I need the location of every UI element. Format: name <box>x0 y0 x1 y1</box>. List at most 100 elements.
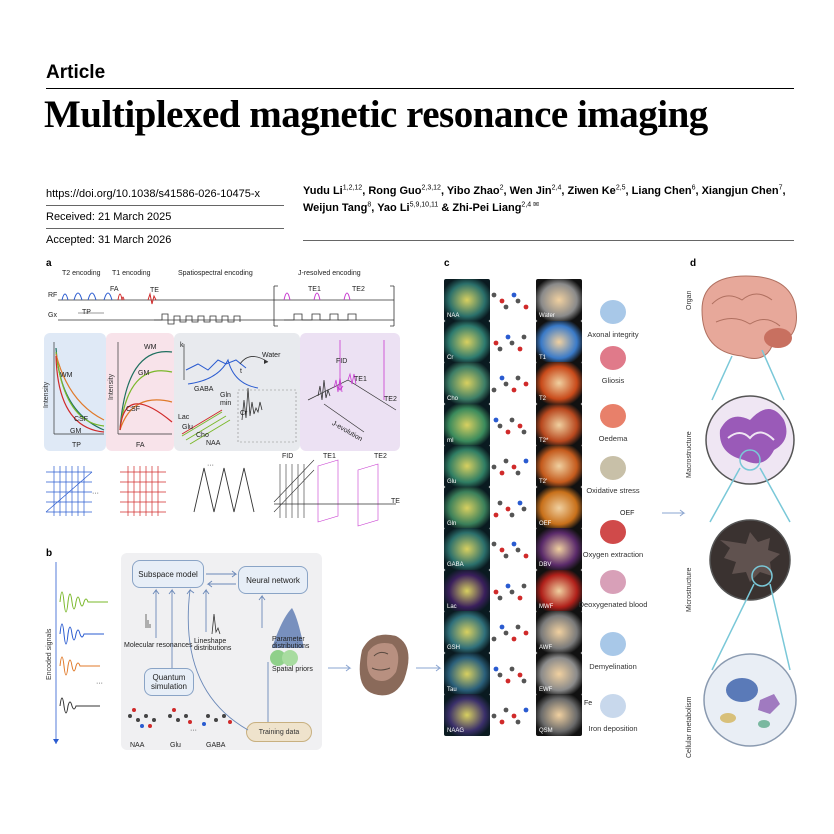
fid-label: FID <box>282 453 294 460</box>
intensity-axis-label: Intensity <box>43 381 50 408</box>
molecule-structure <box>491 458 529 476</box>
molecule-structure <box>491 375 529 393</box>
pathology-label: Oxidative stress <box>586 486 640 495</box>
author-name[interactable]: Liang Chen <box>631 185 692 197</box>
molecule-structure <box>491 707 529 725</box>
fa-label: FA <box>110 286 119 293</box>
metabolite-map-tile: Cho <box>444 362 490 404</box>
tissue-map-tile: QSM <box>536 694 582 736</box>
training-data-node: Training data <box>246 722 312 742</box>
ellipsis-label: ··· <box>96 680 103 687</box>
te-axis-label: TE <box>391 498 400 505</box>
author-name[interactable]: Rong Guo <box>368 185 422 197</box>
metabolite-map-label: NAAG <box>447 728 465 734</box>
molecule-structure <box>491 292 529 310</box>
metabolite-map-label: GABA <box>447 562 464 568</box>
level-cellular-metabolism-label: Cellular metabolism <box>686 696 693 758</box>
tissue-map-tile: EWF <box>536 652 582 695</box>
molecule-structure <box>493 583 527 600</box>
cr-label: Cr <box>240 410 248 417</box>
te2-label: TE2 <box>374 453 387 460</box>
author-affiliation: 2,4 ✉ <box>521 201 539 209</box>
tp-axis-label: TP <box>72 442 81 449</box>
author-name[interactable]: Xiangjun Chen <box>701 185 779 197</box>
pathology-label: Axonal integrity <box>587 330 639 339</box>
author-name[interactable]: Yibo Zhao <box>446 185 500 197</box>
naa-molecule-label: NAA <box>130 742 145 749</box>
pathology-icon <box>600 570 626 594</box>
molecule-structures <box>128 708 232 728</box>
metabolite-map-tile: Tau <box>444 652 490 695</box>
te1-label: TE1 <box>308 286 321 293</box>
metabolite-map-label: Tau <box>447 686 457 693</box>
level-microstructure-label: Microstructure <box>686 567 693 612</box>
molecule-structure <box>493 417 527 434</box>
molecule-structure <box>491 541 529 559</box>
metabolite-map-tile: mI <box>444 403 490 446</box>
tissue-map-tile: MWF <box>536 569 582 612</box>
pathology-label: Oedema <box>598 434 628 443</box>
authors-rule <box>303 240 794 241</box>
author-name[interactable]: Wen Jin <box>509 185 552 197</box>
author-name[interactable]: Zhi-Pei Liang <box>452 202 522 214</box>
tissue-map-tile: AWF <box>536 611 582 653</box>
multiscale-brain-diagram <box>701 275 797 747</box>
pulse-sequence-diagram <box>58 285 395 327</box>
gln-label: Gln <box>220 392 231 399</box>
tissue-map-tile: T2 <box>536 362 582 404</box>
pathology-label: Demyelination <box>589 662 637 671</box>
te1-label: TE1 <box>323 453 336 460</box>
author-affiliation: 2,3,12 <box>421 184 441 192</box>
author-name[interactable]: Weijun Tang <box>303 202 368 214</box>
metabolite-map-label: Glu <box>447 479 457 485</box>
molecular-resonances-label: Molecular resonances <box>124 642 193 649</box>
csf-label: CSF <box>74 416 88 423</box>
molecule-structure <box>493 334 527 351</box>
t1-encoding-label: T1 encoding <box>112 270 151 277</box>
pathology-icon <box>600 632 626 656</box>
spatiospectral-diagram <box>181 344 297 445</box>
encoded-signals-plot <box>53 562 108 744</box>
author-name[interactable]: Yudu Li <box>303 185 343 197</box>
metabolite-map-label: Gln <box>447 520 457 527</box>
parameter-distributions-label: Parameter distributions <box>272 636 310 650</box>
fa-axis-label: FA <box>136 442 145 449</box>
panel-b-letter: b <box>46 548 53 559</box>
subspace-model-node: Subspace model <box>132 560 204 588</box>
molecule-structure <box>493 666 527 683</box>
molecule-structure <box>491 624 529 642</box>
t1-relaxation-box <box>106 333 174 451</box>
glu-label: Glu <box>182 424 193 431</box>
ellipsis-label: ··· <box>207 462 214 469</box>
csf-label: CSF <box>126 406 140 413</box>
t2-encoding-label: T2 encoding <box>62 270 101 277</box>
author-affiliation: 5,9,10,11 <box>409 201 439 209</box>
pathology-icon <box>600 346 626 370</box>
rf-label: RF <box>48 292 58 299</box>
metabolite-map-tile: GABA <box>444 528 490 570</box>
author-affiliation: 8 <box>367 201 372 209</box>
metabolite-map-tile: NAAG <box>444 694 490 736</box>
author-name[interactable]: Ziwen Ke <box>567 185 616 197</box>
j-resolved-box <box>300 333 400 451</box>
doi-link[interactable]: https://doi.org/10.1038/s41586-026-10475… <box>46 188 261 200</box>
spatiospectral-box <box>174 333 300 451</box>
tissue-map-label: T2* <box>539 437 549 444</box>
tissue-map-label: T1 <box>539 354 547 361</box>
mi-label: min <box>220 400 232 407</box>
level-macrostructure-label: Macrostructure <box>686 431 693 478</box>
article-title: Multiplexed magnetic resonance imaging <box>44 93 708 136</box>
spatial-priors-label: Spatial priors <box>272 666 313 673</box>
author-name[interactable]: Yao Li <box>377 202 410 214</box>
neural-network-node: Neural network <box>238 566 308 594</box>
intensity-axis-label: Intensity <box>108 373 115 400</box>
te2-label: TE2 <box>352 286 365 293</box>
pathology-label: Gliosis <box>601 376 625 385</box>
title-rule <box>46 88 794 89</box>
tissue-map-tile: T2' <box>536 445 582 487</box>
metabolite-map-tile: NAA <box>444 279 490 321</box>
quantum-simulation-node: Quantum simulation <box>144 668 194 696</box>
article-type-label: Article <box>46 62 106 83</box>
lineshape-distributions-label: Lineshape distributions <box>194 638 232 652</box>
spatiospectral-encoding-label: Spatiospectral encoding <box>178 270 253 277</box>
